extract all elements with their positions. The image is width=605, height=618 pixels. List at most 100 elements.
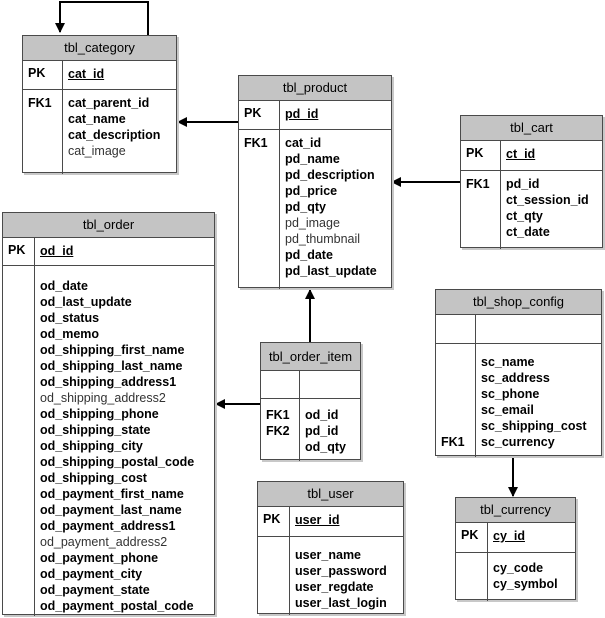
field: pd_name — [285, 152, 340, 166]
pk-label: PK — [23, 61, 63, 89]
field: od_payment_address1 — [40, 519, 176, 533]
fields-section: od_date od_last_update od_status od_memo… — [3, 266, 214, 616]
field: ct_date — [506, 225, 550, 239]
pk-section: PK od_id — [3, 238, 214, 266]
pk-label: PK — [456, 523, 488, 552]
field: pd_last_update — [285, 264, 377, 278]
field: od_payment_first_name — [40, 487, 184, 501]
table-tbl-shop-config[interactable]: tbl_shop_config FK1 sc_name sc_address s… — [435, 289, 602, 457]
fields-section: FK1 cat_id pd_name pd_description pd_pri… — [239, 130, 391, 289]
field: od_payment_address2 — [40, 535, 168, 549]
key-column — [456, 553, 488, 601]
pk-section: PK cat_id — [23, 61, 176, 90]
table-title: tbl_order — [3, 213, 214, 238]
field: od_shipping_first_name — [40, 343, 185, 357]
table-tbl-currency[interactable]: tbl_currency PK cy_id cy_code cy_symbol — [455, 497, 576, 601]
pk-field: ct_id — [506, 147, 536, 161]
table-title: tbl_cart — [461, 116, 602, 141]
pk-section: PK pd_id — [239, 101, 391, 130]
fk-label: FK2 — [266, 424, 290, 438]
field: od_shipping_state — [40, 423, 151, 437]
field: pd_image — [285, 216, 340, 230]
field-list: cat_parent_id cat_name cat_description c… — [63, 90, 160, 174]
table-title: tbl_user — [258, 482, 403, 507]
field: od_status — [40, 311, 100, 325]
table-tbl-product[interactable]: tbl_product PK pd_id FK1 cat_id pd_name … — [238, 75, 392, 289]
key-label — [441, 402, 475, 418]
key-column — [258, 537, 290, 615]
table-tbl-order[interactable]: tbl_order PK od_id od_date od_last_updat… — [2, 212, 215, 616]
field: pd_id — [305, 424, 339, 438]
pk-field: user_id — [295, 513, 340, 527]
field: pd_id — [506, 177, 540, 191]
pk-field: od_id — [40, 244, 74, 258]
field-list: user_name user_password user_regdate use… — [290, 537, 387, 615]
field: od_memo — [40, 327, 100, 341]
field: cat_description — [68, 128, 161, 142]
fields-section: FK1 FK2 od_id pd_id od_qty — [261, 399, 360, 461]
fk-label: FK1 — [266, 408, 290, 422]
field-list: cy_code cy_symbol — [488, 553, 558, 601]
pk-label — [436, 315, 476, 343]
fk-label: FK1 — [441, 435, 465, 449]
field: od_shipping_cost — [40, 471, 147, 485]
table-tbl-cart[interactable]: tbl_cart PK ct_id FK1 pd_id ct_session_i… — [460, 115, 603, 249]
field: cat_image — [68, 144, 126, 158]
field: od_shipping_last_name — [40, 359, 183, 373]
key-column: FK1 — [23, 90, 63, 174]
field: sc_phone — [481, 387, 540, 401]
field: pd_date — [285, 248, 333, 262]
key-label — [441, 370, 475, 386]
fields-section: FK1 cat_parent_id cat_name cat_descripti… — [23, 90, 176, 174]
pk-section — [261, 371, 360, 399]
field: pd_description — [285, 168, 375, 182]
fk-label: FK1 — [244, 136, 268, 150]
field: user_regdate — [295, 580, 374, 594]
field: user_password — [295, 564, 387, 578]
field: od_last_update — [40, 295, 132, 309]
fk-label: FK1 — [466, 177, 490, 191]
field: ct_qty — [506, 209, 543, 223]
field: od_shipping_phone — [40, 407, 159, 421]
field: od_payment_state — [40, 583, 150, 597]
pk-label: PK — [461, 141, 501, 170]
pk-label — [261, 371, 300, 398]
field: od_date — [40, 279, 88, 293]
field: sc_shipping_cost — [481, 419, 587, 433]
field: cy_symbol — [493, 577, 558, 591]
table-title: tbl_product — [239, 76, 391, 101]
field: od_shipping_postal_code — [40, 455, 195, 469]
field: od_shipping_city — [40, 439, 143, 453]
pk-label: PK — [258, 507, 290, 536]
table-tbl-order-item[interactable]: tbl_order_item FK1 FK2 od_id pd_id od_qt… — [260, 342, 361, 461]
field: od_shipping_address2 — [40, 391, 166, 405]
field: od_shipping_address1 — [40, 375, 177, 389]
field: pd_thumbnail — [285, 232, 361, 246]
field: sc_name — [481, 355, 535, 369]
key-column: FK1 — [239, 130, 280, 289]
pk-section — [436, 315, 601, 344]
table-tbl-category[interactable]: tbl_category PK cat_id FK1 cat_parent_id… — [22, 35, 177, 174]
key-column: FK1 FK2 — [261, 399, 300, 461]
field: pd_price — [285, 184, 338, 198]
table-title: tbl_order_item — [261, 343, 360, 371]
rel-category-self — [55, 1, 149, 35]
field: od_payment_postal_code — [40, 599, 194, 613]
field: pd_qty — [285, 200, 326, 214]
table-title: tbl_category — [23, 36, 176, 61]
pk-field: pd_id — [285, 107, 319, 121]
field: od_qty — [305, 440, 346, 454]
field: cat_id — [285, 136, 322, 150]
fields-section: FK1 sc_name sc_address sc_phone sc_email… — [436, 344, 601, 457]
field: sc_email — [481, 403, 534, 417]
table-tbl-user[interactable]: tbl_user PK user_id user_name user_passw… — [257, 481, 404, 615]
pk-section: PK ct_id — [461, 141, 602, 171]
key-label — [441, 386, 475, 402]
pk-field: cy_id — [493, 529, 525, 543]
field: sc_currency — [481, 435, 555, 449]
key-label — [441, 418, 475, 434]
field: cat_parent_id — [68, 96, 150, 110]
field: od_payment_city — [40, 567, 143, 581]
fields-section: user_name user_password user_regdate use… — [258, 537, 403, 615]
